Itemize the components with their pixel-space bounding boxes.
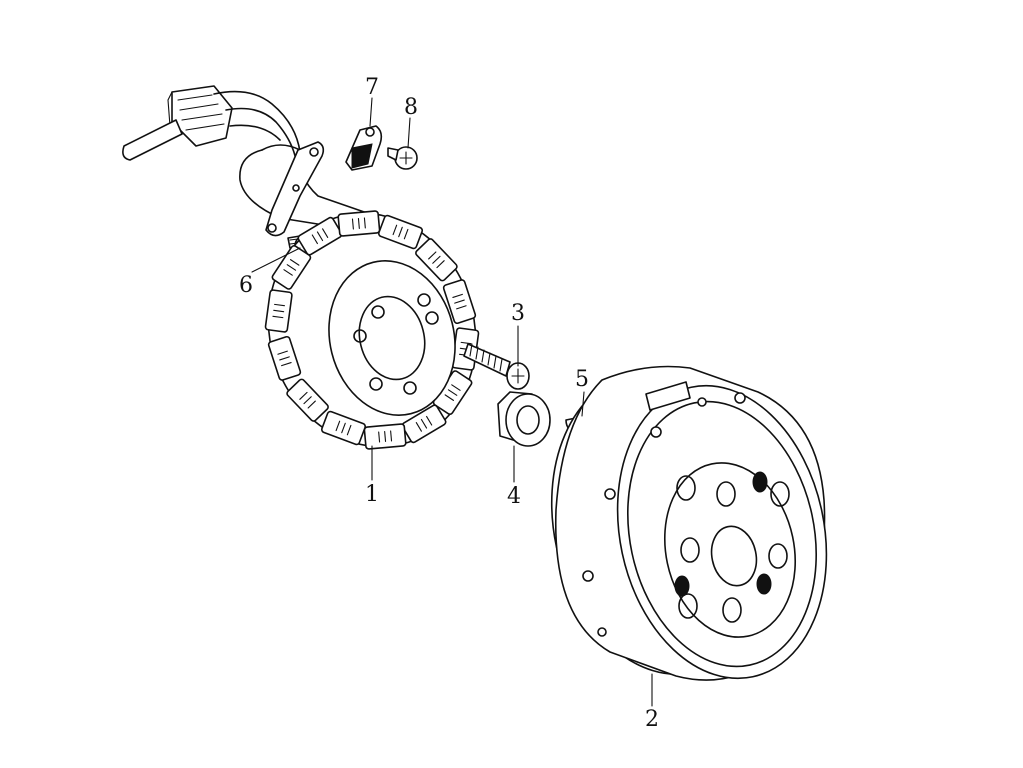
stator-coil-pole	[337, 210, 381, 237]
stator-coil-pole	[264, 289, 293, 333]
stator-coil-pole	[297, 216, 343, 256]
stator-coil-pole	[271, 245, 312, 290]
wire-clamp	[345, 125, 383, 171]
callout-7: 7	[365, 75, 379, 100]
stator-coil-pole	[442, 279, 477, 325]
stator-coil-pole	[267, 335, 302, 381]
stator-coil-pole	[320, 410, 367, 446]
stator-coil-poles	[264, 210, 480, 450]
stator-coil-pole	[377, 214, 424, 250]
callout-8: 8	[404, 95, 418, 120]
stator	[264, 210, 480, 450]
callout-5: 5	[575, 367, 589, 392]
callout-6: 6	[239, 273, 253, 298]
wire-harness	[122, 85, 379, 237]
bolt	[463, 343, 530, 390]
stator-coil-pole	[363, 423, 407, 450]
stator-coil-pole	[415, 238, 458, 282]
callout-4: 4	[507, 484, 521, 509]
callout-leaders	[251, 97, 653, 707]
callout-1: 1	[365, 482, 379, 507]
flywheel	[550, 365, 828, 681]
callout-2: 2	[645, 707, 659, 732]
nut	[497, 391, 551, 447]
screw-8	[387, 146, 418, 170]
stator-coil-pole	[286, 378, 329, 422]
callout-3: 3	[511, 301, 525, 326]
stator-coil-pole	[401, 404, 447, 444]
